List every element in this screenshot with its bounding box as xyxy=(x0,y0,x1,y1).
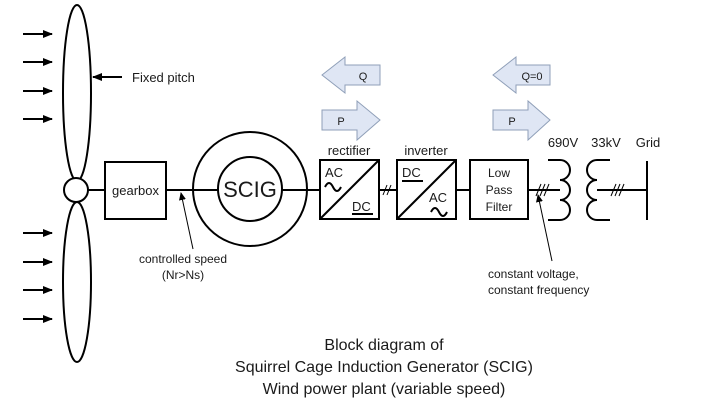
rectifier-block: AC DC xyxy=(319,159,380,220)
ac-sine-icon xyxy=(430,207,448,217)
lower-blade xyxy=(62,201,92,363)
q-zero-label: Q=0 xyxy=(521,71,542,83)
hv-voltage-label: 33kV xyxy=(591,135,621,150)
rectifier-dc-label: DC xyxy=(352,199,371,214)
controlled-speed-label: controlled speed xyxy=(139,252,227,266)
gearbox-label: gearbox xyxy=(112,183,159,198)
rotor-circle xyxy=(217,156,283,222)
grid-label: Grid xyxy=(636,135,661,150)
ac-sine-icon xyxy=(324,182,342,192)
active-power-arrow-machine: P xyxy=(321,99,381,142)
hv-3phase-mark xyxy=(610,183,625,197)
scig-generator: SCIG xyxy=(192,131,308,247)
rotor-hub xyxy=(63,177,89,203)
inverter-block: DC AC xyxy=(396,159,457,220)
active-power-arrow-grid: P xyxy=(492,99,551,142)
diagram-title: Block diagram of Squirrel Cage Induction… xyxy=(235,337,533,398)
speed-pointer-arrow xyxy=(179,192,194,250)
filter-label-line3: Filter xyxy=(486,200,513,214)
p-label: P xyxy=(508,116,515,128)
rectifier-ac-label: AC xyxy=(325,165,343,180)
title-line-3: Wind power plant (variable speed) xyxy=(263,381,506,398)
inverter-ac-label: AC xyxy=(429,190,447,205)
reactive-power-arrow-grid: Q=0 xyxy=(492,55,551,95)
dc-link-mark xyxy=(382,184,392,196)
inverter-dc-label: DC xyxy=(402,165,421,180)
wind-arrows-bottom xyxy=(23,229,53,323)
inverter-title: inverter xyxy=(404,143,448,158)
reactive-power-arrow-machine: Q xyxy=(321,55,381,95)
title-line-1: Block diagram of xyxy=(324,337,444,354)
output-pointer-arrow xyxy=(536,194,553,262)
gearbox-block: gearbox xyxy=(104,161,167,220)
lv-voltage-label: 690V xyxy=(548,135,579,150)
lv-winding xyxy=(548,159,571,221)
wind-turbine-rotor xyxy=(62,4,92,363)
constant-frequency-label: constant frequency xyxy=(488,283,589,297)
step-up-transformer xyxy=(548,159,610,221)
constant-voltage-label: constant voltage, xyxy=(488,267,579,281)
q-label: Q xyxy=(359,71,368,83)
lv-3phase-mark xyxy=(535,183,550,197)
wind-arrows-top xyxy=(23,30,53,123)
upper-blade xyxy=(62,4,92,182)
scig-label: SCIG xyxy=(223,177,277,202)
p-label: P xyxy=(337,116,344,128)
speed-condition-label: (Nr>Ns) xyxy=(162,268,204,282)
rectifier-title: rectifier xyxy=(328,143,371,158)
hv-winding xyxy=(586,159,610,221)
fixed-pitch-label: Fixed pitch xyxy=(132,70,195,85)
low-pass-filter-block: Low Pass Filter xyxy=(469,159,529,220)
three-phase-marks xyxy=(382,183,625,197)
title-line-2: Squirrel Cage Induction Generator (SCIG) xyxy=(235,359,533,376)
filter-label-line1: Low xyxy=(488,166,510,180)
filter-label-line2: Pass xyxy=(486,183,513,197)
